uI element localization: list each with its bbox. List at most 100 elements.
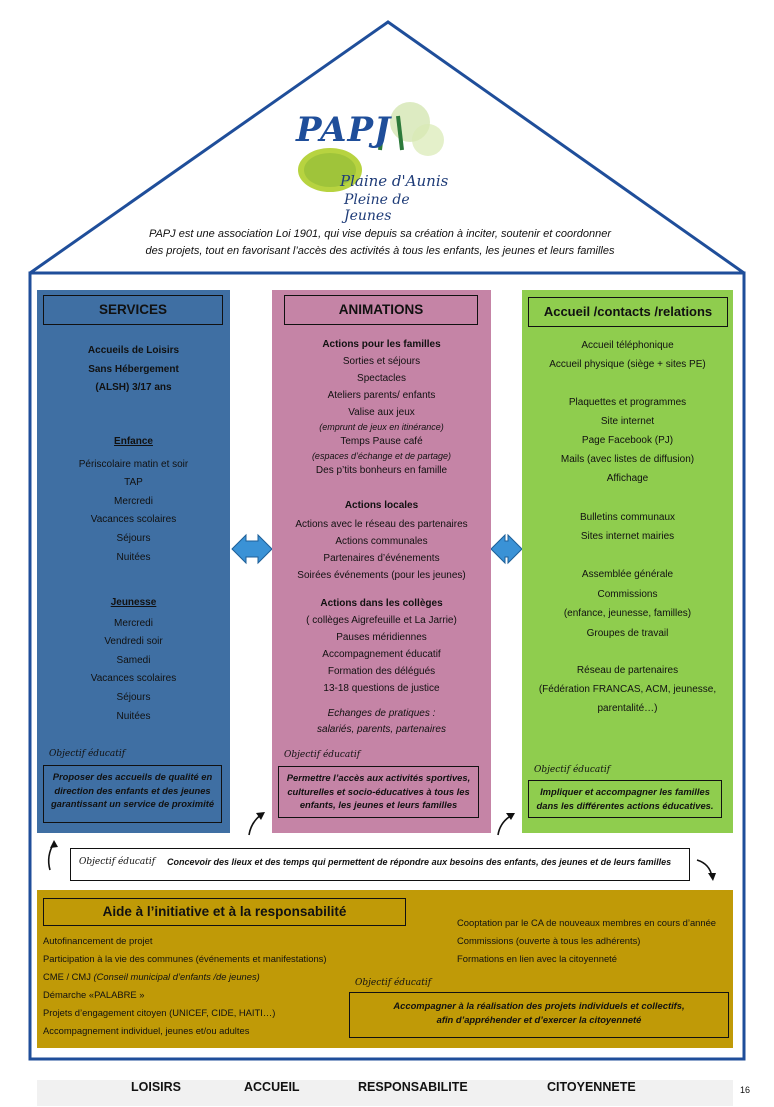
locales-title: Actions locales <box>344 500 419 511</box>
animations-colleges: Actions dans les collèges ( collèges Aig… <box>272 595 491 697</box>
animations-column: ANIMATIONS Actions pour les familles Sor… <box>272 290 491 833</box>
list-item: Assemblée générale <box>581 569 674 580</box>
list-item: 13-18 questions de justice <box>323 683 440 694</box>
list-item: salariés, parents, partenaires <box>317 724 446 735</box>
accueil-title: Accueil /contacts /relations <box>528 297 728 327</box>
logo-line2: Pleine de Jeunes <box>344 192 410 224</box>
list-item: Projets d’engagement citoyen (UNICEF, CI… <box>43 1007 276 1018</box>
objectif-line: garantissant un service de proximité <box>50 798 215 810</box>
initiative-block: Aide à l’initiative et à la responsabili… <box>37 890 733 1048</box>
list-item: Bulletins communaux <box>579 512 676 523</box>
initiative-left-list: Autofinancement de projet Participation … <box>43 932 326 1040</box>
list-item: Commissions (ouverte à tous les adhérent… <box>457 935 641 946</box>
list-item: Samedi <box>116 654 151 666</box>
list-item: Temps Pause café <box>340 436 423 447</box>
footer-citoyennete: CITOYENNETE <box>547 1080 636 1094</box>
list-item: Démarche «PALABRE » <box>43 989 145 1000</box>
objectif-line: Proposer des accueils de qualité en <box>52 771 213 782</box>
services-jeunesse: Jeunesse Mercredi Vendredi soir Samedi V… <box>37 594 230 726</box>
list-item: parentalité…) <box>597 703 658 714</box>
list-item: Accueil physique (siège + sites PE) <box>549 358 706 370</box>
list-item: Groupes de travail <box>586 627 669 639</box>
roof-outline <box>29 20 745 275</box>
objectif-line: enfants, les jeunes et leurs familles <box>299 799 458 811</box>
house-walls <box>28 271 746 1061</box>
list-item: Sorties et séjours <box>342 356 421 367</box>
list-item: Nuitées <box>116 551 151 563</box>
list-item: Nuitées <box>116 710 151 722</box>
global-objectif-band: Objectif éducatif Concevoir des lieux et… <box>70 848 690 881</box>
objectif-line: afin d’appréhender et d’exercer la citoy… <box>436 1013 642 1025</box>
initiative-title: Aide à l’initiative et à la responsabili… <box>43 898 406 926</box>
services-title: SERVICES <box>43 295 223 325</box>
band-label: Objectif éducatif <box>79 857 156 867</box>
list-item: Accompagnement éducatif <box>322 649 441 660</box>
animations-title: ANIMATIONS <box>284 295 478 325</box>
footer-accueil: ACCUEIL <box>244 1080 300 1094</box>
list-item: Réseau de partenaires <box>576 665 679 676</box>
accueil-group3: Bulletins communaux Sites internet mairi… <box>522 508 733 546</box>
enfance-title: Enfance <box>114 436 153 447</box>
list-item: Vacances scolaires <box>90 673 177 685</box>
objectif-line: direction des enfants et des jeunes <box>54 784 211 796</box>
list-item: Séjours <box>116 691 151 703</box>
list-item: (Fédération FRANCAS, ACM, jeunesse, <box>538 684 717 695</box>
list-item: Cooptation par le CA de nouveaux membres… <box>457 917 717 928</box>
services-alsh: Accueils de Loisirs Sans Hébergement (AL… <box>37 342 230 398</box>
animations-locales: Actions locales Actions avec le réseau d… <box>272 497 491 584</box>
jeunesse-title: Jeunesse <box>110 597 157 608</box>
list-item: Affichage <box>606 473 649 484</box>
page-number: 16 <box>740 1085 751 1095</box>
logo-graphic <box>298 102 444 192</box>
list-item: Autofinancement de projet <box>43 935 153 946</box>
logo-line1: Plaine d'Aunis <box>340 172 449 190</box>
list-item: Soirées événements (pour les jeunes) <box>297 570 466 581</box>
accueil-objectif-label: Objectif éducatif <box>534 765 611 775</box>
logo-mark: PAPJ <box>296 110 392 150</box>
alsh-line: (ALSH) 3/17 ans <box>95 382 172 394</box>
list-item: Accompagnement individuel, jeunes et/ou … <box>43 1025 250 1036</box>
list-item: Plaquettes et programmes <box>568 397 687 408</box>
alsh-line: Sans Hébergement <box>88 363 179 375</box>
objectif-line: culturelles et socio-éducatives à tous l… <box>287 785 470 797</box>
animations-objectif-box: Permettre l’accès aux activités sportive… <box>278 766 479 818</box>
footer-responsabilite: RESPONSABILITE <box>358 1080 468 1094</box>
list-item: Vendredi soir <box>104 636 163 648</box>
accueil-group4: Assemblée générale Commissions (enfance,… <box>522 565 733 643</box>
accueil-group1: Accueil téléphonique Accueil physique (s… <box>522 337 733 374</box>
list-item: Mails (avec listes de diffusion) <box>560 454 695 465</box>
list-item: Actions avec le réseau des partenaires <box>295 519 468 530</box>
list-item: Spectacles <box>357 373 406 384</box>
services-column: SERVICES Accueils de Loisirs Sans Héberg… <box>37 290 230 833</box>
animations-familles: Actions pour les familles Sorties et séj… <box>272 336 491 479</box>
intro-text: PAPJ est une association Loi 1901, qui v… <box>120 226 640 260</box>
services-objectif-label: Objectif éducatif <box>49 749 126 759</box>
list-item: Page Facebook (PJ) <box>581 435 674 446</box>
list-item: Vacances scolaires <box>90 514 177 526</box>
list-item: Site internet <box>600 416 655 427</box>
list-item: Accueil téléphonique <box>581 340 674 351</box>
list-item: Pauses méridiennes <box>336 632 427 643</box>
list-item: Partenaires d’événements <box>323 553 440 564</box>
papj-logo: PAPJ Plaine d'Aunis Pleine de Jeunes <box>290 104 460 224</box>
objectif-line: dans les différentes actions éducatives. <box>536 799 714 811</box>
footer-loisirs: LOISIRS <box>131 1080 182 1094</box>
list-item: Actions communales <box>335 536 428 547</box>
list-item: TAP <box>124 477 143 489</box>
list-item: Valise aux jeux <box>348 407 415 418</box>
list-note: (emprunt de jeux en itinérance) <box>319 422 444 432</box>
accueil-group5: Réseau de partenaires (Fédération FRANCA… <box>522 661 733 718</box>
list-item: Ateliers parents/ enfants <box>327 390 436 401</box>
intro-line1: PAPJ est une association Loi 1901, qui v… <box>148 228 612 240</box>
list-note: (espaces d’échange et de partage) <box>311 451 452 461</box>
list-item: Commissions <box>597 588 658 600</box>
double-arrow-left <box>231 533 273 565</box>
list-item: Formation des délégués <box>327 666 436 677</box>
accueil-objectif-box: Impliquer et accompagner les familles da… <box>528 780 722 818</box>
initiative-right-list: Cooptation par le CA de nouveaux membres… <box>457 914 716 968</box>
cme-label: CME / CMJ <box>43 971 91 982</box>
objectif-line: Permettre l’accès aux activités sportive… <box>286 772 471 783</box>
objectif-line: Impliquer et accompagner les familles <box>540 786 710 797</box>
initiative-objectif-label: Objectif éducatif <box>355 978 432 988</box>
